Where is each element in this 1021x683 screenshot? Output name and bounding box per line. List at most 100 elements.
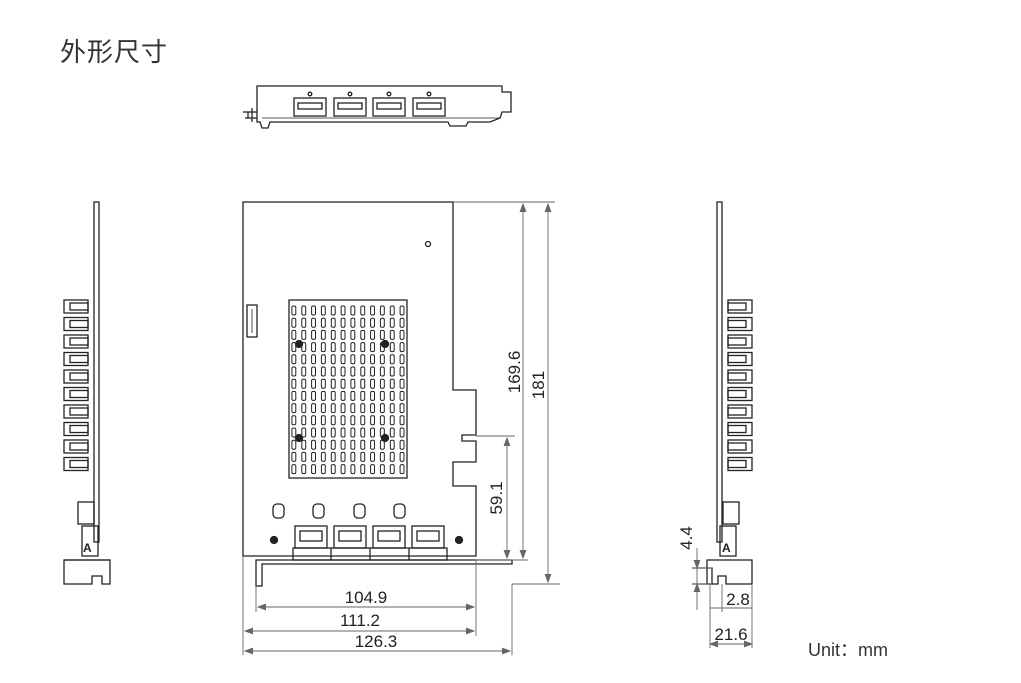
side-fin-slot [727,319,747,329]
heatsink-fin [320,390,326,401]
heatsink-fin [291,378,297,389]
side-fin [727,334,753,349]
heatsink-fin [340,329,346,340]
heatsink-fin [350,464,356,475]
side-fin-slot [727,389,747,399]
heatsink-fin [291,464,297,475]
heatsink-fin [301,427,307,438]
heatsink-fin [379,317,385,328]
heatsink-fin [350,415,356,426]
side-fin [727,421,753,437]
heatsink-fin [291,305,297,316]
heatsink-fin [399,378,405,389]
heatsink-fin [370,439,376,450]
top-usb-ports [293,91,446,117]
heatsink [288,299,408,479]
heatsink-fin [379,354,385,365]
usb-port-icon [333,91,367,117]
usb-port-icon [372,525,406,549]
page-title: 外形尺寸 [60,38,169,68]
heatsink-fin [360,427,366,438]
heatsink-fin [360,439,366,450]
heatsink-fin [320,403,326,414]
heatsink-fin [370,427,376,438]
heatsink-fin [389,378,395,389]
heatsink-fin [311,342,317,353]
side-fin [727,386,753,402]
heatsink-fin [330,451,336,462]
side-fin-slot [69,372,89,381]
heatsink-fin [291,317,297,328]
heatsink-fin [301,317,307,328]
heatsink-fin [350,451,356,462]
heatsink-fin [389,354,395,365]
heatsink-fin [389,427,395,438]
side-fin-slot [69,424,89,434]
heatsink-fin [370,390,376,401]
right-bracket [706,559,753,585]
heatsink-fin [370,366,376,377]
left-component [77,501,95,525]
right-heatsink-fins [727,299,753,472]
heatsink-fin [330,439,336,450]
side-fin-slot [69,337,89,346]
heatsink-fin [379,305,385,316]
heatsink-fin [311,439,317,450]
heatsink-fin [330,366,336,377]
side-fin [63,456,89,472]
heatsink-fin [330,403,336,414]
side-fin-slot [69,442,89,451]
heatsink-fin [350,354,356,365]
heatsink-fin [320,378,326,389]
heatsink-fin [399,403,405,414]
heatsink-fin [379,366,385,377]
heatsink-fin [340,439,346,450]
left-pcb [93,201,100,543]
heatsink-fin [291,403,297,414]
left-heatsink-fins [63,299,89,472]
front-usb-ports [294,525,445,549]
heatsink-fin [389,329,395,340]
heatsink-fin [389,366,395,377]
heatsink-fin [291,390,297,401]
front-view [242,201,513,587]
heatsink-fin [360,329,366,340]
heatsink-fin [399,464,405,475]
heatsink-fin [340,378,346,389]
heatsink-fin [301,451,307,462]
heatsink-fin [350,329,356,340]
heatsink-fin [370,317,376,328]
side-fin-slot [69,319,89,329]
heatsink-fin [320,329,326,340]
heatsink-fin [301,403,307,414]
usb-port-icon [294,525,328,549]
heatsink-fin [370,464,376,475]
heatsink-fin [350,390,356,401]
heatsink-fin [311,464,317,475]
heatsink-fin [291,415,297,426]
heatsink-fin [399,427,405,438]
dim-width-2: 111.2 [340,611,380,630]
heatsink-fin [360,378,366,389]
heatsink-fin [330,342,336,353]
heatsink-fin [301,342,307,353]
top-view [243,85,512,129]
heatsink-fin [330,329,336,340]
heatsink-fin [320,305,326,316]
heatsink-fin [340,403,346,414]
heatsink-fin [389,305,395,316]
side-fin [727,299,753,314]
heatsink-fin [340,464,346,475]
heatsink-fin [399,317,405,328]
heatsink-fin [389,451,395,462]
heatsink-fin [330,317,336,328]
heatsink-fin [320,451,326,462]
heatsink-fin [311,451,317,462]
dim-height-pcb: 169.6 [505,351,524,394]
side-fin-slot [727,424,747,434]
usb-port-icon [372,91,406,117]
heatsink-fin [360,390,366,401]
side-fin-slot [727,302,747,311]
heatsink-fin [340,342,346,353]
board-hole [454,535,464,545]
